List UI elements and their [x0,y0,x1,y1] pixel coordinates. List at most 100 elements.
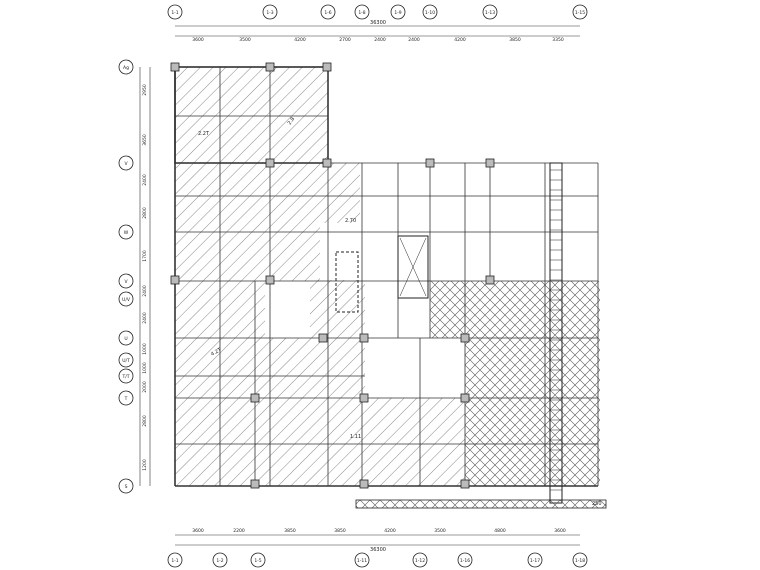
left-span-2: 2400 [142,174,148,186]
top-overall-dimension: 36300 [370,20,386,26]
row-axis-bubbles: AgV W V U/V U U/T T/T T S [118,59,134,494]
top-axis-0-label: 1-1 [171,10,178,16]
bottom-span-5: 3500 [434,528,446,534]
bottom-axis-2: 1-5 [250,552,266,568]
top-span-0: 3600 [192,37,204,43]
row-axis-2-label: W [124,230,129,236]
slab-region-left [175,163,320,281]
left-span-9: 2000 [142,381,148,393]
bottom-overall-dimension: 36300 [370,547,386,553]
dimension-lines [139,25,580,546]
bottom-axis-1-label: 1-2 [216,558,223,564]
top-axis-5-label: 1-10 [425,10,435,16]
top-span-8: 3350 [552,37,564,43]
row-axis-8: T [118,390,134,406]
bottom-axis-5: 1-16 [457,552,473,568]
bottom-span-1: 2200 [233,528,245,534]
bottom-span-0: 3600 [192,528,204,534]
top-axis-5: 1-10 [422,4,438,20]
annotation-1: 2.2T [198,131,210,137]
row-axis-7-label: T/T [121,374,129,380]
annotation-4: 2.70 [345,218,356,224]
top-span-4: 2400 [374,37,386,43]
bottom-axis-7: 1-18 [572,552,588,568]
crosshatch-region-lower [465,338,600,486]
left-span-0: 2950 [142,84,148,96]
slab-region-left-upper-mid [320,163,360,223]
bottom-axis-6-label: 1-17 [530,558,540,564]
left-dimension-texts: 2950365024002800170024002400100010002000… [142,84,148,471]
top-axis-1-label: 1-3 [266,10,273,16]
bottom-span-4: 4200 [384,528,396,534]
row-axis-4-label: U/V [122,297,131,303]
bottom-axis-3: 1-11 [354,552,370,568]
left-span-4: 1700 [142,250,148,262]
row-axis-2: W [118,224,134,240]
bottom-axis-2-label: 1-5 [254,558,261,564]
crosshatch-region-upper [430,281,600,338]
bottom-span-6: 4800 [494,528,506,534]
row-axis-1: V [118,155,134,171]
top-axis-2-label: 1-6 [324,10,331,16]
annotation-5: 1.11 [350,434,361,440]
left-span-8: 1000 [142,362,148,374]
top-axis-3-label: 1-8 [358,10,365,16]
top-axis-3: 1-8 [354,4,370,20]
top-axis-6-label: 1-13 [485,10,495,16]
top-dimension-texts: 3600 3500 4200 2700 2400 2400 4200 3850 3350 [192,37,564,43]
bottom-axis-1: 1-2 [212,552,228,568]
hatched-slab-regions [174,66,600,486]
row-axis-9: S [118,478,134,494]
bottom-axis-0-label: 1-1 [171,558,178,564]
top-axis-4: 1-9 [390,4,406,20]
annotations: 2.2T 2.8 4.2T 2.70 1.11 [198,116,361,440]
slab-region-top-left [174,66,329,164]
left-span-3: 2800 [142,207,148,219]
row-axis-6: U/T [118,352,134,368]
top-span-1: 3500 [239,37,251,43]
top-span-6: 4200 [454,37,466,43]
columns [170,62,495,489]
top-span-3: 2700 [339,37,351,43]
top-axis-6: 1-13 [482,4,498,20]
row-axis-5-label: U [124,336,127,342]
top-axis-0: 1-1 [167,4,183,20]
bottom-axis-7-label: 1-18 [575,558,585,564]
top-axis-2: 1-6 [320,4,336,20]
row-axis-3: V [118,273,134,289]
left-span-10: 2800 [142,415,148,427]
top-span-2: 4200 [294,37,306,43]
stair-column [355,162,607,509]
annotation-3: 4.2T [210,347,223,358]
row-axis-5: U [118,330,134,346]
bottom-right-dimension: 250 [592,501,602,507]
left-span-11: 1200 [142,459,148,471]
slab-region-middle-bottom [365,398,465,486]
top-axis-bubbles: 1-1 1-3 1-6 1-8 1-9 1-10 1-13 1-15 [167,4,588,20]
top-span-7: 3850 [509,37,521,43]
top-axis-7: 1-15 [572,4,588,20]
bottom-span-7: 3600 [554,528,566,534]
bottom-axis-5-label: 1-16 [460,558,470,564]
left-span-7: 1000 [142,343,148,355]
top-span-5: 2400 [408,37,420,43]
left-span-5: 2400 [142,285,148,297]
bottom-axis-4: 1-12 [412,552,428,568]
bottom-axis-4-label: 1-12 [415,558,425,564]
bottom-axis-6: 1-17 [527,552,543,568]
row-axis-3-label: V [124,279,128,285]
annotation-2: 2.8 [287,116,296,126]
left-span-6: 2400 [142,312,148,324]
row-axis-0: Ag [118,59,134,75]
bottom-axis-0: 1-1 [167,552,183,568]
row-axis-6-label: U/T [122,358,130,364]
row-axis-7: T/T [118,368,134,384]
slab-region-core [310,280,365,338]
bottom-axis-bubbles: 1-1 1-2 1-5 1-11 1-12 1-16 1-17 1-18 [167,552,588,568]
bottom-span-3: 3850 [334,528,346,534]
top-axis-7-label: 1-15 [575,10,585,16]
row-axis-8-label: T [124,396,128,402]
bottom-axis-3-label: 1-11 [357,558,367,564]
